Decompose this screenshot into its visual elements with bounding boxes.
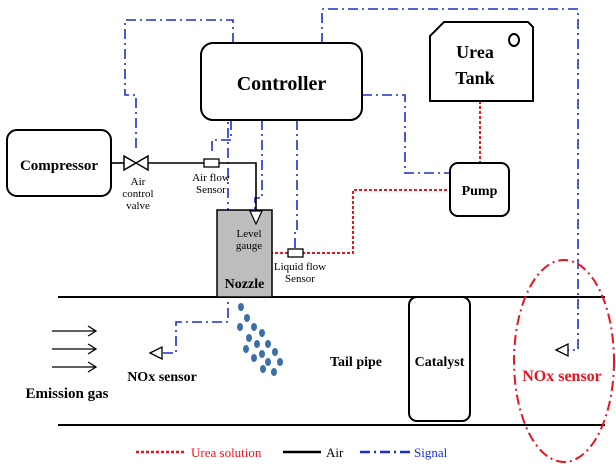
compressor-box	[6, 129, 112, 197]
urea-tank-label-line2: Tank	[455, 68, 494, 88]
nox-sensor-highlight-ellipse	[513, 259, 615, 463]
air-control-valve-icon	[123, 154, 149, 172]
air-flow-sensor-label-line1: Air flow	[192, 172, 230, 184]
urea-tank-cap-icon	[508, 33, 520, 47]
air-control-valve-label-line2: control	[122, 188, 153, 200]
urea-tank-label-line1: Urea	[456, 42, 494, 62]
legend-air-label: Air	[326, 445, 344, 460]
pump-box	[449, 162, 510, 217]
legend-signal-label: Signal	[414, 445, 448, 460]
catalyst-box	[408, 296, 471, 422]
liquid-flow-sensor-label-line1: Liquid flow	[274, 261, 326, 273]
air-flow-sensor-icon	[203, 158, 220, 168]
nox-sensor-left-icon	[148, 345, 163, 361]
compressor-label: Compressor	[20, 158, 98, 174]
legend: Urea solution Air Signal	[136, 445, 448, 460]
nozzle-label: Nozzle	[225, 277, 265, 292]
catalyst-label: Catalyst	[415, 355, 465, 370]
legend-urea-label: Urea solution	[191, 445, 262, 460]
nozzle-box	[216, 209, 273, 298]
controller-label: Controller	[237, 73, 327, 95]
urea-tank-box	[429, 21, 534, 102]
tail-pipe-label: Tail pipe	[330, 355, 382, 370]
urea-spray-dots	[237, 303, 283, 376]
air-flow-sensor-label-line2: Sensor	[196, 184, 226, 196]
pump-label: Pump	[462, 184, 498, 199]
liquid-flow-sensor-label-line2: Sensor	[285, 273, 315, 285]
liquid-flow-sensor-icon	[287, 248, 304, 258]
air-lines	[111, 162, 257, 210]
nox-sensor-right-icon	[554, 342, 569, 358]
signal-lines	[124, 8, 579, 354]
air-control-valve-label-line3: valve	[126, 200, 150, 212]
nox-sensor-right-label: NOx sensor	[522, 368, 602, 385]
controller-box	[200, 42, 363, 121]
emission-gas-label: Emission gas	[26, 386, 109, 402]
level-gauge-label-line2: gauge	[236, 240, 262, 252]
emission-gas-arrows-icon	[52, 325, 98, 373]
air-control-valve-label-line1: Air	[131, 176, 146, 188]
urea-lines	[272, 101, 481, 254]
nox-sensor-left-label: NOx sensor	[127, 370, 197, 385]
level-gauge-icon	[249, 210, 263, 226]
level-gauge-label-line1: Level	[236, 228, 261, 240]
